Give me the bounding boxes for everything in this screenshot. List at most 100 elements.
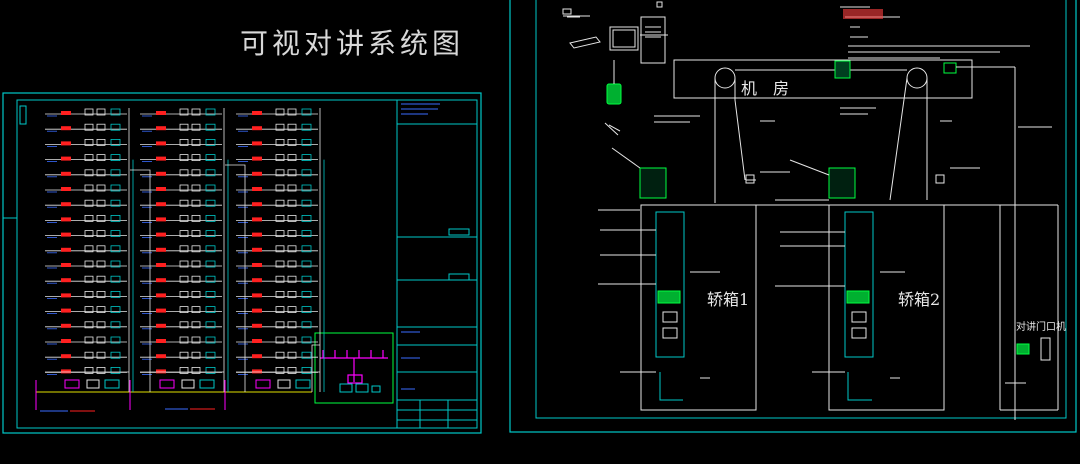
floor-tag [252,141,262,146]
bus-terminals [35,380,226,410]
floor-distributor [205,123,216,131]
floor-tag [156,141,166,146]
car1-junction [745,174,755,184]
floor-distributor [110,214,121,222]
indoor-monitor [275,138,285,146]
floor-distributor [205,245,216,253]
indoor-monitor [84,321,94,329]
indoor-monitor [191,321,201,329]
floor-tag [252,126,262,131]
indoor-monitor [287,336,297,344]
indoor-monitor [275,275,285,283]
indoor-monitor [191,108,201,116]
indoor-monitor [275,245,285,253]
indoor-monitor [287,108,297,116]
door-station-unit [1040,337,1051,361]
indoor-monitor [287,199,297,207]
car2-junction [935,174,945,184]
floor-distributor [301,184,312,192]
floor-distributor [205,138,216,146]
left-frame-marker [19,105,27,125]
floor-tag [252,354,262,359]
indoor-monitor [179,154,189,162]
indoor-monitor [179,230,189,238]
floor-tag [61,171,71,176]
floor-distributor [301,214,312,222]
column-switch [181,379,195,389]
title-block-notes [401,103,440,390]
door-station-module [1016,343,1030,355]
floor-tag [156,369,166,374]
indoor-monitor [84,275,94,283]
floor-distributor [110,321,121,329]
floor-distributor [110,290,121,298]
indoor-monitor [191,351,201,359]
floor-distributor [110,154,121,162]
floor-distributor [301,275,312,283]
floor-distributor [205,351,216,359]
car1-camera [662,311,678,323]
title-block-cell [448,273,470,281]
inset-controllers [339,383,381,393]
floor-tag [156,202,166,207]
indoor-monitor [191,306,201,314]
indoor-monitor [179,260,189,268]
indoor-monitor [96,245,106,253]
floor-tag [252,111,262,115]
pc-monitor [609,26,639,51]
car2-panel [844,211,874,358]
traction-wheel-1 [714,67,736,89]
indoor-monitor [179,138,189,146]
machine-room-controller [834,60,851,79]
floor-tag [156,308,166,313]
indoor-monitor [84,169,94,177]
indoor-monitor [287,138,297,146]
indoor-monitor [96,366,106,374]
phone-icon [562,8,590,17]
indoor-monitor [84,123,94,131]
car1-callouts [598,209,720,379]
floor-tag [61,263,71,267]
indoor-monitor [96,306,106,314]
indoor-monitor [96,199,106,207]
card-reader-icon [604,122,619,136]
title-block-cell [448,228,470,236]
floor-distributor [205,275,216,283]
indoor-monitor [275,306,285,314]
floor-distributor [110,245,121,253]
floor-tag [61,247,71,252]
indoor-monitor [275,260,285,268]
floor-distributor [110,336,121,344]
floor-distributor [110,230,121,238]
floor-distributor [205,290,216,298]
diagram-title: 可视对讲系统图 [240,27,465,60]
indoor-monitor [275,290,285,298]
indoor-monitor [191,230,201,238]
floor-tag [61,293,71,298]
car2-callouts [760,167,980,379]
indoor-monitor [275,351,285,359]
floor-distributor [205,199,216,207]
handheld-terminal [606,83,622,105]
machine-room [673,59,973,203]
floor-distributor [110,184,121,192]
indoor-monitor [84,108,94,116]
indoor-monitor [287,260,297,268]
left-sheet-outer-frame [2,92,482,434]
floor-tag [156,339,166,343]
floor-distributor [110,275,121,283]
floor-distributor [301,321,312,329]
indoor-monitor [96,230,106,238]
indoor-monitor [191,214,201,222]
floor-tag [252,156,262,161]
floor-tag [252,263,262,267]
traction-wheel-2 [906,67,928,89]
indoor-monitor [179,336,189,344]
floor-tag [61,202,71,207]
floor-tag [252,293,262,298]
floor-distributor [301,123,312,131]
floor-distributor [110,138,121,146]
indoor-monitor [96,138,106,146]
indoor-monitor [84,351,94,359]
